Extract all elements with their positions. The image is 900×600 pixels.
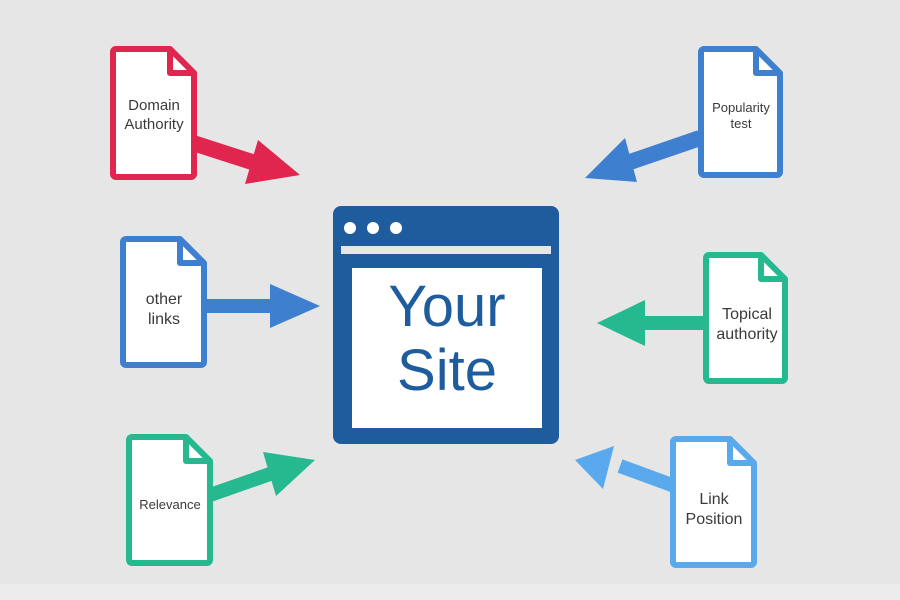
document-icon: [703, 252, 788, 384]
factor-label-line1: Domain: [128, 97, 180, 115]
factor-label-line2: authority: [716, 326, 778, 343]
arrow-domain-authority: [187, 134, 300, 184]
site-title-line1: Your: [388, 274, 506, 339]
arrow-topical-authority: [597, 300, 705, 346]
factor-topical-authority: Topical authority: [703, 252, 789, 384]
document-icon: [698, 46, 783, 178]
factor-domain-authority: Domain Authority: [110, 46, 198, 180]
window-dot-icon: [344, 222, 356, 234]
bottom-strip: [0, 584, 900, 600]
window-content: [352, 268, 542, 428]
factor-label-line1: other: [145, 291, 183, 308]
document-icon: [670, 436, 757, 568]
factor-relevance: Relevance: [126, 434, 214, 566]
factor-label-line2: Authority: [124, 116, 184, 133]
factor-label-line1: Topical: [722, 306, 772, 323]
site-title: Your Site: [352, 275, 542, 403]
factor-label-line2: links: [147, 311, 180, 328]
arrow-popularity-test: [585, 130, 703, 182]
factor-other-links: other links: [120, 236, 208, 368]
window-dot-icon: [367, 222, 379, 234]
factor-label-line2: Position: [685, 511, 743, 528]
arrow-relevance: [207, 452, 315, 502]
document-icon: [120, 236, 207, 368]
factor-link-position: Link Position: [670, 436, 758, 568]
document-icon: [110, 46, 197, 180]
arrow-other-links: [205, 284, 320, 328]
factor-label-line2: test: [730, 116, 752, 131]
factor-label-line1: Relevance: [139, 496, 201, 512]
site-title-line2: Site: [397, 338, 497, 403]
factor-popularity-test: Popularity test: [698, 46, 784, 178]
factor-label-line1: Popularity: [712, 99, 770, 115]
document-icon: [126, 434, 213, 566]
window-dot-icon: [390, 222, 402, 234]
factor-label-line1: Link: [699, 491, 729, 508]
